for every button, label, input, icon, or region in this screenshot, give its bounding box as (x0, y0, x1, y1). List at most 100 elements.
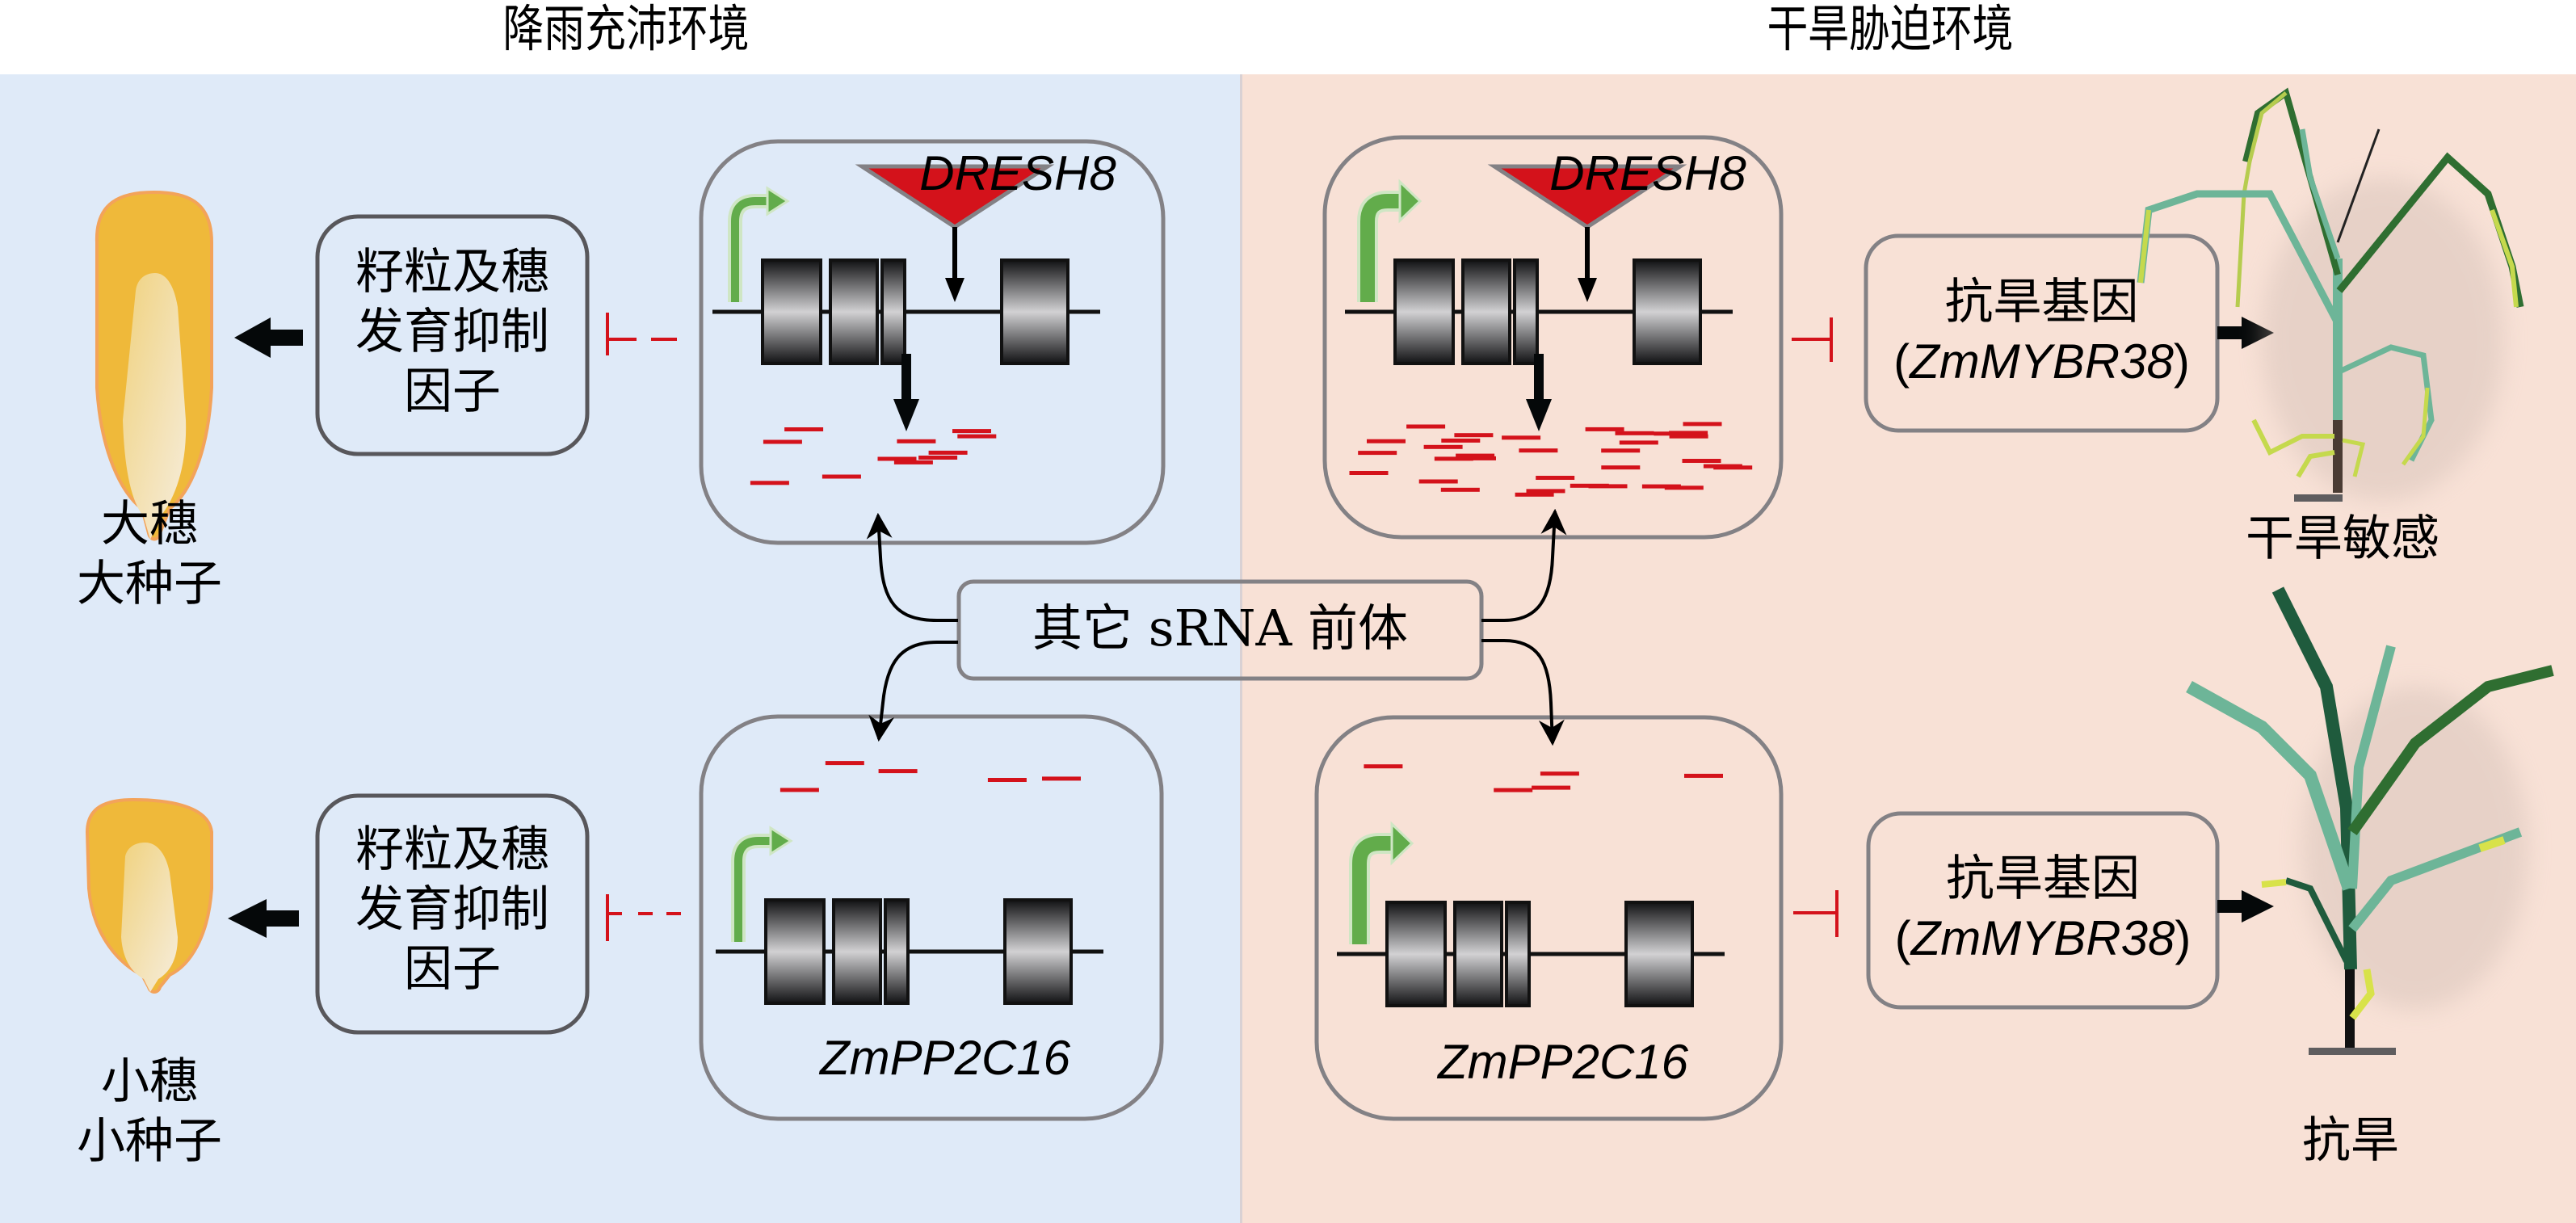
target-box-top: 抗旱基因 (ZmMYBR38) (1866, 272, 2217, 392)
srna-fragment (1349, 471, 1389, 475)
srna-fragment (952, 429, 991, 434)
srna-fragments-right-top (1349, 422, 1753, 497)
srna-fragment (822, 474, 861, 479)
srna-fragment (1434, 456, 1473, 461)
insertion-arrow-head (945, 278, 964, 302)
arrow-center-to-right-bottom (1481, 639, 1565, 746)
srna-fragment (1669, 434, 1708, 439)
srna-fragment (1364, 764, 1403, 769)
target-gene-line: (ZmMYBR38) (1868, 909, 2217, 969)
gene-structure-dresh8-rainfall (712, 164, 1100, 431)
gene-structure-dresh8-drought (1345, 164, 1733, 431)
srna-fragment (1502, 435, 1541, 440)
srna-fragment (1601, 448, 1641, 453)
promoter-arrow-icon (1352, 836, 1396, 944)
srna-fragment (825, 761, 864, 766)
maize-plant-wilted (2137, 87, 2524, 502)
connector-arrows (866, 508, 1567, 746)
promoter-arrow-icon (1360, 194, 1404, 302)
srna-fragments-left-top (750, 427, 997, 485)
arrow-center-to-right-top (1481, 508, 1567, 622)
processing-arrow-head (1526, 399, 1552, 431)
phenotype-line-1: 大穗 (101, 496, 198, 553)
gene-label-dresh8-right: DRESH8 (1549, 146, 1746, 200)
factor-line-1: 籽粒及穗 (355, 822, 549, 878)
srna-fragment (893, 460, 933, 464)
exon-3 (1505, 901, 1531, 1007)
srna-fragment (1494, 788, 1533, 792)
exon-4 (1633, 258, 1702, 365)
phenotype-line-1: 小穗 (101, 1053, 198, 1110)
gene-label-dresh8-left: DRESH8 (919, 146, 1116, 200)
srna-fragment (1601, 465, 1641, 470)
exon-3 (884, 898, 910, 1005)
srna-fragments-right-bottom (1364, 764, 1723, 792)
exon-4 (1624, 901, 1694, 1007)
factor-line-3: 因子 (404, 941, 501, 998)
srna-fragment (1418, 479, 1458, 484)
srna-precursor-label: 其它 sRNA 前体 (1032, 599, 1408, 658)
processing-arrow-head (893, 399, 919, 431)
target-gene-name: ZmMYBR38 (1910, 334, 2174, 389)
srna-fragment (1641, 484, 1681, 489)
srna-fragment (1367, 439, 1406, 443)
insertion-arrow-head (1578, 278, 1597, 302)
factor-line-1: 籽粒及穗 (355, 244, 549, 300)
factor-box-top: 籽粒及穗 发育抑制 因子 (317, 242, 587, 422)
srna-fragment (1684, 773, 1723, 778)
srna-fragment (897, 439, 936, 443)
srna-fragment (763, 439, 802, 444)
exon-4 (1003, 898, 1073, 1005)
srna-fragment (1532, 785, 1571, 790)
srna-fragment (1588, 484, 1628, 489)
maize-kernel-small (85, 797, 213, 994)
exon-1 (764, 898, 826, 1005)
target-label: 抗旱基因 (1946, 851, 2140, 907)
srna-fragment (987, 778, 1027, 782)
phenotype-line-2: 大种子 (77, 556, 222, 612)
inhibition-dashed-top (606, 313, 677, 355)
factor-box-bottom-outline (315, 793, 590, 1035)
arrow-to-kernel-top (234, 317, 303, 358)
srna-fragment (1615, 431, 1654, 435)
srna-fragment (1664, 485, 1704, 490)
transposon-insertion-icon (1487, 164, 1687, 229)
srna-fragment (784, 427, 824, 431)
target-box-bottom: 抗旱基因 (ZmMYBR38) (1868, 849, 2217, 969)
srna-fragments-left-bottom (780, 761, 1081, 792)
srna-fragment (750, 481, 789, 485)
promoter-arrow-head (1398, 179, 1422, 224)
phenotype-line-2: 小种子 (77, 1113, 222, 1170)
srna-fragment (1519, 448, 1558, 453)
srna-fragment (1042, 776, 1081, 781)
exon-3 (880, 258, 906, 365)
maize-plant-healthy (2186, 586, 2554, 1055)
processing-arrow-shaft (1534, 354, 1544, 402)
factor-box-top-outline (315, 214, 590, 456)
gene-structure-zmpp2c16-rainfall (716, 826, 1103, 1005)
arrow-to-plant-bottom (2217, 890, 2274, 923)
srna-fragment (918, 456, 958, 460)
gene-box-left-top (699, 139, 1166, 545)
srna-fragment (1440, 487, 1480, 492)
arrow-center-to-left-bottom (868, 641, 958, 742)
factor-box-bottom: 籽粒及穗 发育抑制 因子 (317, 820, 587, 999)
exon-2 (829, 258, 879, 365)
target-label: 抗旱基因 (1944, 274, 2139, 330)
arrow-to-plant-top (2217, 317, 2274, 349)
srna-fragment (1669, 431, 1708, 435)
processing-arrow-shaft (901, 354, 911, 402)
srna-fragment (1585, 427, 1624, 431)
srna-fragment (1703, 464, 1742, 469)
exon-2 (1453, 901, 1503, 1007)
srna-fragment (1536, 476, 1575, 480)
srna-fragment (780, 788, 819, 792)
phenotype-large: 大穗 大种子 (48, 494, 250, 614)
inhibition-solid-top (1792, 317, 1833, 362)
srna-fragment (1358, 451, 1397, 456)
promoter-arrow-head (766, 186, 790, 216)
srna-fragment (1619, 440, 1658, 445)
exon-1 (1385, 901, 1447, 1007)
arrow-to-kernel-bottom (228, 899, 299, 938)
